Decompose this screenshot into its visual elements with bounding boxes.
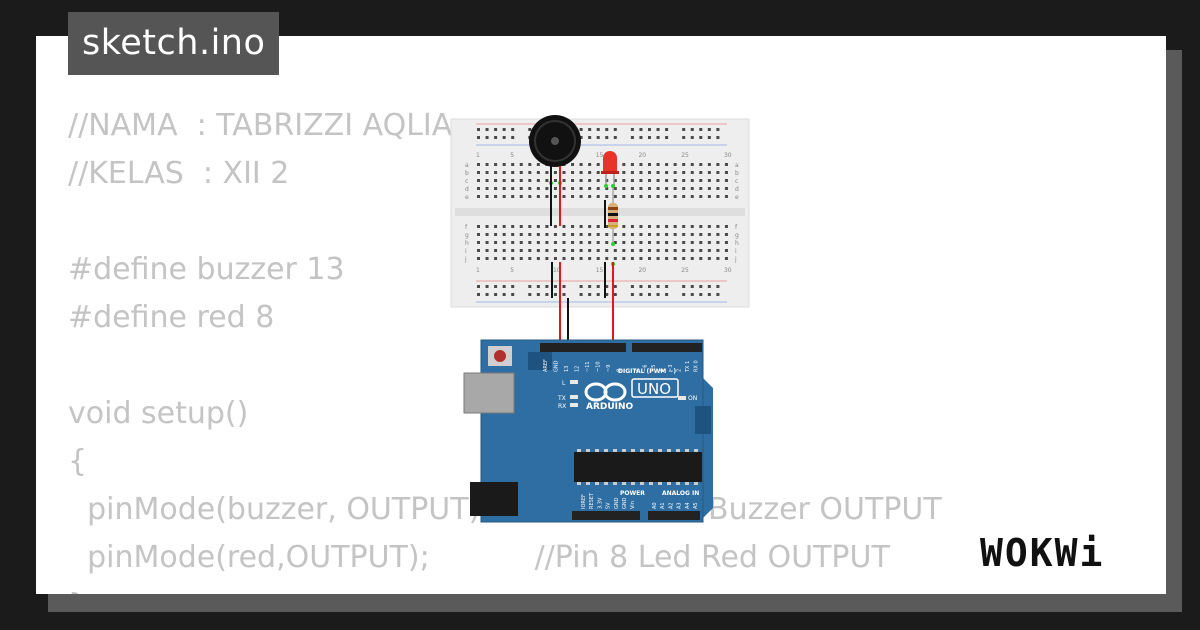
breadboard[interactable]: 115510101515202025253030aabbccddeeffgghh… [450, 118, 750, 308]
pin-label: 7 [634, 369, 640, 372]
power-jack [470, 482, 518, 516]
row-letter: b [465, 170, 469, 177]
usb-port [463, 372, 515, 414]
pin-label: ~6 [643, 365, 649, 372]
wokwi-logo[interactable]: WOKWi [978, 526, 1150, 576]
row-letter: j [464, 256, 467, 263]
row-letter: h [465, 240, 469, 247]
row-letter: b [735, 170, 739, 177]
code-line: #define red 8 [68, 300, 275, 335]
pin-label: GND [622, 497, 628, 509]
pin-label: IOREF [581, 494, 587, 509]
analog-label: ANALOG IN [662, 490, 699, 497]
row-letter: g [735, 232, 739, 239]
wokwi-logo-text: WOKWi [980, 531, 1104, 575]
pin-label: ~9 [606, 365, 612, 372]
column-number: 25 [681, 267, 689, 274]
pin-label: 13 [564, 366, 570, 372]
power-label: POWER [620, 490, 645, 497]
pin-label: 3.3V [597, 497, 603, 509]
reset-button [494, 350, 506, 362]
pin-label: 8 [617, 369, 623, 372]
pin-label: A2 [668, 502, 674, 509]
row-letter: i [465, 248, 467, 255]
column-number: 1 [476, 152, 480, 159]
column-number: 20 [638, 267, 646, 274]
rx-label: RX [558, 403, 566, 410]
row-letter: j [734, 256, 737, 263]
column-number: 30 [724, 152, 732, 159]
pin-label: A4 [685, 502, 691, 509]
pin-label: ~10 [596, 361, 602, 372]
code-line: pinMode(red,OUTPUT); //Pin 8 Led Red OUT… [68, 540, 890, 575]
row-letter: a [465, 162, 469, 169]
pin-label: AREF [543, 359, 549, 372]
arduino-logo-icon [584, 382, 627, 402]
code-line: void setup() [68, 396, 249, 431]
column-number: 5 [510, 152, 514, 159]
arduino-uno[interactable]: ARDUINO UNO DIGITAL (PWM ~) POWER ANALOG… [463, 339, 713, 523]
column-number: 10 [553, 267, 561, 274]
pin-label: 5V [606, 502, 612, 509]
row-letter: f [465, 224, 468, 231]
pin-label: ~11 [585, 361, 591, 372]
column-number: 15 [596, 152, 604, 159]
pin-label: ~5 [651, 365, 657, 372]
code-line: pinMode(buzzer, OUTPUT); //Pin 13 Buzzer… [87, 492, 942, 527]
pin-label: A0 [652, 502, 658, 509]
wires [550, 166, 614, 348]
digital-header-left [540, 343, 626, 352]
pin-label: RX 0 [694, 360, 700, 372]
power-header [572, 511, 640, 520]
arduino-model-text: UNO [637, 380, 671, 398]
row-letter: d [465, 186, 469, 193]
resistor[interactable] [608, 186, 618, 244]
pin-label: GND [554, 360, 560, 372]
pin-label: 2 [677, 369, 683, 372]
code-line: { [68, 444, 88, 479]
pin-label: Vin [630, 501, 636, 509]
row-letter: i [735, 248, 737, 255]
row-letter: a [735, 162, 739, 169]
row-letter: g [465, 232, 469, 239]
row-letter: d [735, 186, 739, 193]
file-tab[interactable]: sketch.ino [68, 12, 280, 75]
atmega-chip [574, 452, 702, 482]
code-preview: //NAMA : TABRIZZI AQLIA //KELAS : XII 2 #d… [68, 102, 942, 594]
buzzer[interactable] [529, 115, 581, 167]
code-line: //NAMA : TABRIZZI AQLIA [68, 108, 453, 143]
column-number: 20 [638, 152, 646, 159]
digital-header-right [632, 343, 702, 352]
pin-label: TX 1 [685, 361, 691, 373]
pin-label: 12 [575, 366, 581, 372]
pin-label: A5 [693, 502, 699, 509]
pin-label: A1 [660, 502, 666, 509]
column-number: 1 [476, 267, 480, 274]
digital-label: DIGITAL (PWM ~) [618, 368, 676, 375]
row-letter: e [465, 194, 469, 201]
row-letter: f [735, 224, 738, 231]
column-number: 25 [681, 152, 689, 159]
pin-label: RESET [589, 492, 595, 509]
code-line: } [68, 582, 942, 594]
column-number: 30 [724, 267, 732, 274]
l-label: L [562, 380, 566, 387]
code-line: #define buzzer 13 [68, 252, 345, 287]
pin-label: ~3 [668, 365, 674, 372]
pin-label: 4 [660, 369, 666, 372]
column-number: 15 [596, 267, 604, 274]
arduino-brand-text: ARDUINO [586, 402, 634, 412]
code-line: //KELAS : XII 2 [68, 156, 290, 191]
row-letter: c [465, 178, 468, 185]
column-number: 5 [510, 267, 514, 274]
tx-label: TX [557, 395, 566, 402]
analog-header [648, 511, 700, 520]
row-letter: e [735, 194, 739, 201]
row-letter: c [735, 178, 738, 185]
row-letter: h [735, 240, 739, 247]
on-label: ON [688, 395, 697, 402]
pin-label: GND [614, 497, 620, 509]
pin-label: A3 [677, 502, 683, 509]
